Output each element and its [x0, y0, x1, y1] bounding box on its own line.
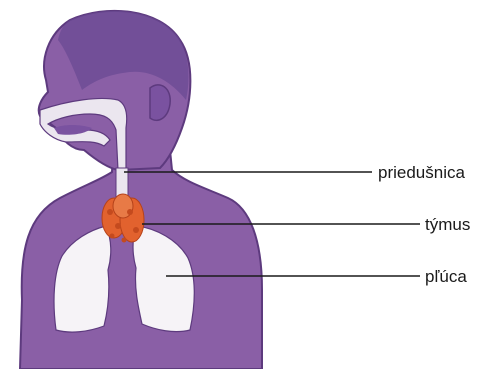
trachea-label: priedušnica [378, 163, 465, 183]
lungs-label: pľúca [425, 267, 467, 287]
thymus [102, 194, 144, 243]
thymus-label: týmus [425, 215, 470, 235]
